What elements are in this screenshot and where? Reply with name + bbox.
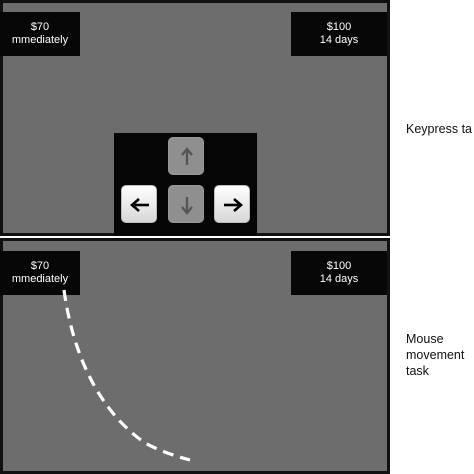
right-option-box[interactable]: $100 14 days <box>291 251 387 295</box>
right-key[interactable] <box>214 185 250 223</box>
keypress-task-screen: $70 mmediately $100 14 days <box>0 0 390 236</box>
mouse-path-trajectory <box>62 289 191 462</box>
left-option-timing: mmediately <box>11 34 69 46</box>
right-option-amount: $100 <box>326 260 352 272</box>
mouse-label-line2: movement <box>406 348 465 362</box>
right-option-amount: $100 <box>326 21 352 33</box>
left-key[interactable] <box>121 185 157 223</box>
mouse-label-line1: Mouse <box>406 332 444 346</box>
arrow-keypad <box>114 133 257 236</box>
down-key[interactable] <box>168 185 204 223</box>
left-option-timing: mmediately <box>11 273 69 285</box>
left-option-box[interactable]: $70 mmediately <box>0 12 80 56</box>
mouse-label-line3: task <box>406 364 429 378</box>
keypress-task-label: Keypress ta <box>406 122 473 136</box>
left-option-amount: $70 <box>30 21 50 33</box>
left-option-amount: $70 <box>30 260 50 272</box>
arrow-left-icon <box>130 198 149 212</box>
up-key[interactable] <box>168 137 204 175</box>
arrow-down-icon <box>181 197 193 215</box>
left-option-box[interactable]: $70 mmediately <box>0 251 80 295</box>
right-option-box[interactable]: $100 14 days <box>291 12 387 56</box>
arrow-right-icon <box>224 198 243 212</box>
mouse-task-screen: $70 mmediately $100 14 days <box>0 238 390 474</box>
right-option-timing: 14 days <box>319 273 359 285</box>
mouse-task-label: Mouse movement task <box>406 331 474 379</box>
arrow-up-icon <box>181 147 193 165</box>
right-option-timing: 14 days <box>319 34 359 46</box>
